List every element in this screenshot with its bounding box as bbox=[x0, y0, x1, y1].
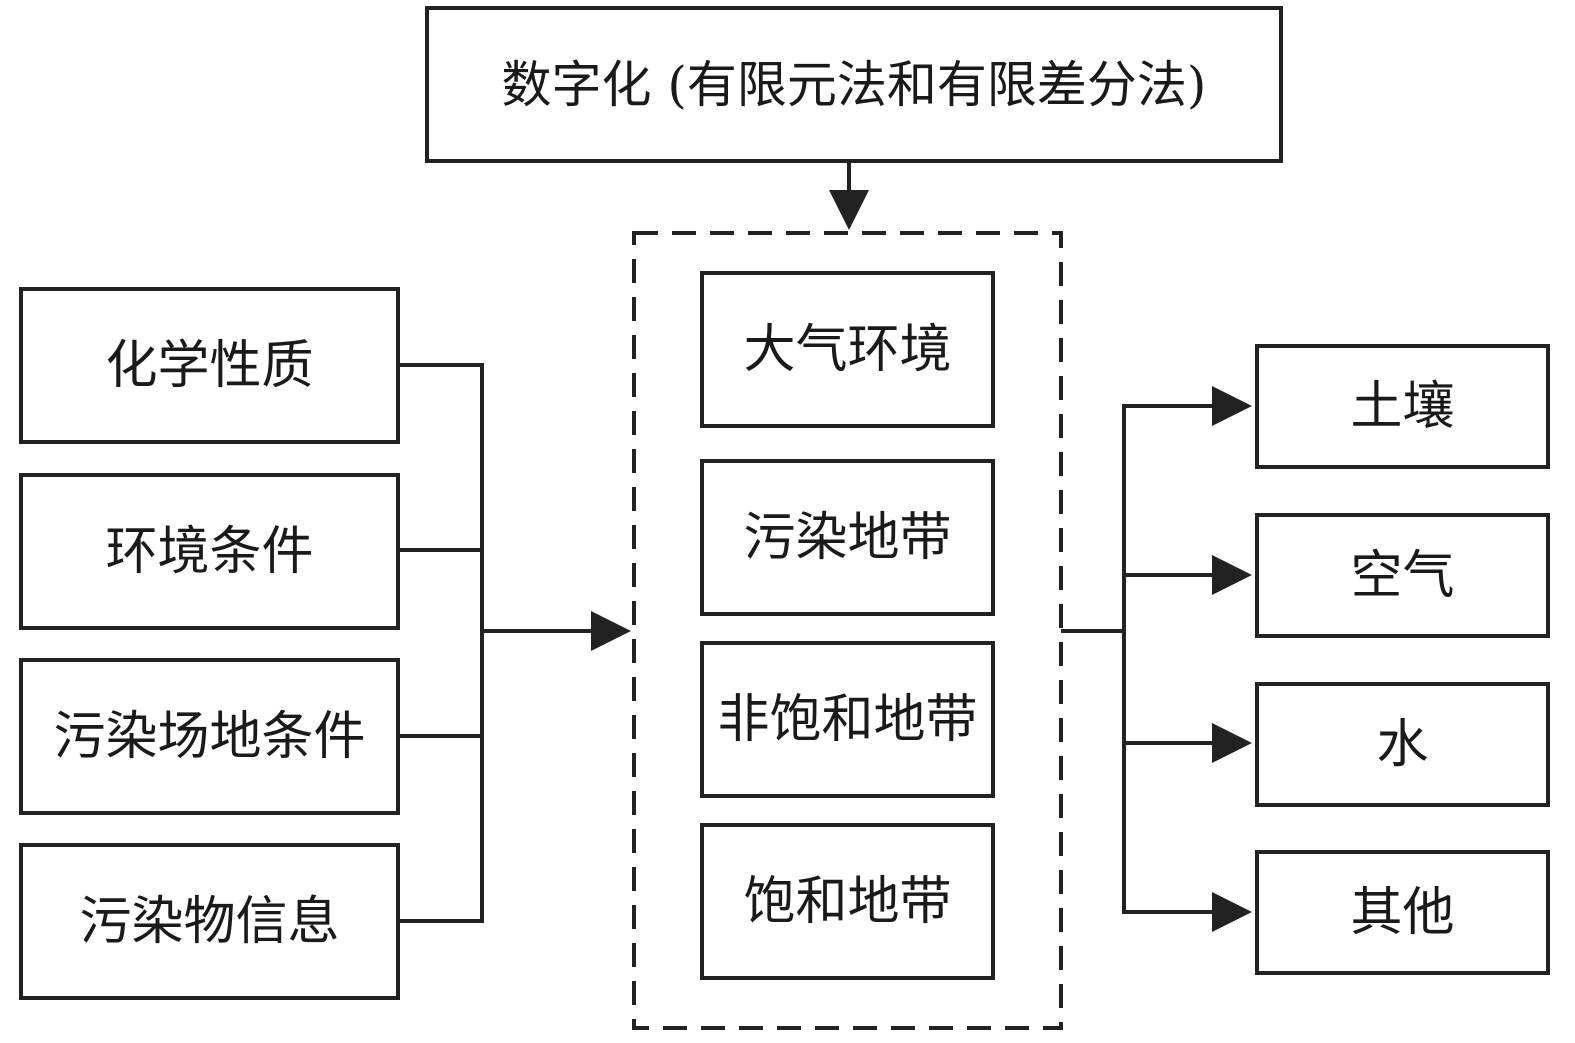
zone-box-atmosphere: 大气环境 bbox=[700, 271, 995, 428]
output-box-soil: 土壤 bbox=[1255, 344, 1550, 469]
output-label: 土壤 bbox=[1350, 376, 1455, 437]
zone-label: 大气环境 bbox=[743, 319, 952, 380]
input-box-chemical-properties: 化学性质 bbox=[19, 287, 400, 444]
title-label: 数字化 (有限元法和有限差分法) bbox=[501, 55, 1207, 114]
output-bracket bbox=[1061, 404, 1126, 914]
input-label: 污染场地条件 bbox=[53, 706, 366, 767]
title-box: 数字化 (有限元法和有限差分法) bbox=[425, 6, 1283, 163]
zone-box-contaminated-zone: 污染地带 bbox=[700, 459, 995, 616]
output-label: 水 bbox=[1376, 714, 1429, 775]
zone-label: 非饱和地带 bbox=[717, 689, 978, 750]
zone-group-dashed-frame bbox=[632, 231, 1063, 1030]
input-label: 环境条件 bbox=[105, 521, 314, 582]
output-box-air: 空气 bbox=[1255, 513, 1550, 638]
output-label: 空气 bbox=[1350, 545, 1455, 606]
input-box-environmental-conditions: 环境条件 bbox=[19, 473, 400, 630]
zone-label: 污染地带 bbox=[743, 507, 952, 568]
input-bracket bbox=[400, 363, 484, 923]
input-box-pollutant-info: 污染物信息 bbox=[19, 843, 400, 1000]
output-box-other: 其他 bbox=[1255, 850, 1550, 975]
output-label: 其他 bbox=[1350, 882, 1455, 943]
output-box-water: 水 bbox=[1255, 682, 1550, 807]
input-label: 化学性质 bbox=[105, 335, 314, 396]
input-label: 污染物信息 bbox=[79, 891, 340, 952]
zone-label: 饱和地带 bbox=[743, 871, 952, 932]
zone-box-unsaturated-zone: 非饱和地带 bbox=[700, 641, 995, 798]
input-box-site-conditions: 污染场地条件 bbox=[19, 658, 400, 815]
zone-box-saturated-zone: 饱和地带 bbox=[700, 823, 995, 980]
